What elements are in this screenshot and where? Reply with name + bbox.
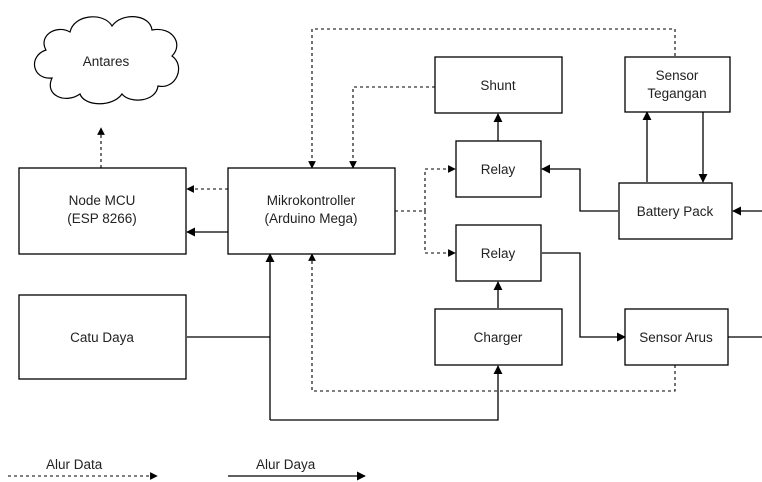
mikrokontroller-sublabel: (Arduino Mega) (264, 211, 357, 226)
edge-shunt-to-mcu (349, 86, 435, 169)
sensor-arus-label: Sensor Arus (639, 330, 713, 345)
battery-pack-label: Battery Pack (637, 204, 714, 219)
relay-top-label: Relay (481, 162, 516, 177)
legend-data-label: Alur Data (46, 457, 103, 472)
relay-bottom-label: Relay (481, 246, 516, 261)
node-mcu-sublabel: (ESP 8266) (67, 211, 137, 226)
node-mcu-box: Node MCU (ESP 8266) (18, 167, 187, 255)
sensor-tegangan-label: Sensor (656, 68, 699, 83)
sensor-tegangan-sublabel: Tegangan (647, 86, 706, 101)
catu-daya-box: Catu Daya (18, 294, 187, 380)
shunt-box: Shunt (434, 56, 563, 114)
edge-mcu-to-relay-bottom (424, 211, 456, 257)
node-mcu-label: Node MCU (69, 193, 136, 208)
charger-label: Charger (474, 330, 523, 345)
mikrokontroller-label: Mikrokontroller (267, 193, 356, 208)
legend: Alur Data Alur Daya (8, 457, 366, 481)
edge-catu-daya-to-charger (270, 365, 503, 421)
sensor-arus-box: Sensor Arus (624, 308, 729, 366)
charger-box: Charger (434, 308, 563, 366)
legend-power-label: Alur Daya (256, 457, 316, 472)
edge-battery-to-relay-top (541, 164, 618, 212)
catu-daya-label: Catu Daya (70, 330, 134, 345)
antares-cloud: Antares (34, 16, 180, 105)
edge-sensor-tegangan-to-mcu (308, 28, 676, 169)
edge-mcu-to-relay-top (395, 165, 456, 212)
edge-sensor-arus-to-mcu (308, 253, 676, 392)
sensor-tegangan-box: Sensor Tegangan (624, 56, 731, 113)
relay-top-box: Relay (455, 140, 542, 198)
battery-pack-box: Battery Pack (618, 182, 733, 240)
mikrokontroller-box: Mikrokontroller (Arduino Mega) (227, 167, 396, 255)
relay-bottom-box: Relay (455, 224, 542, 282)
antares-label: Antares (83, 54, 130, 69)
edge-relay-bottom-to-sensor-arus (542, 252, 626, 342)
shunt-label: Shunt (480, 78, 516, 93)
